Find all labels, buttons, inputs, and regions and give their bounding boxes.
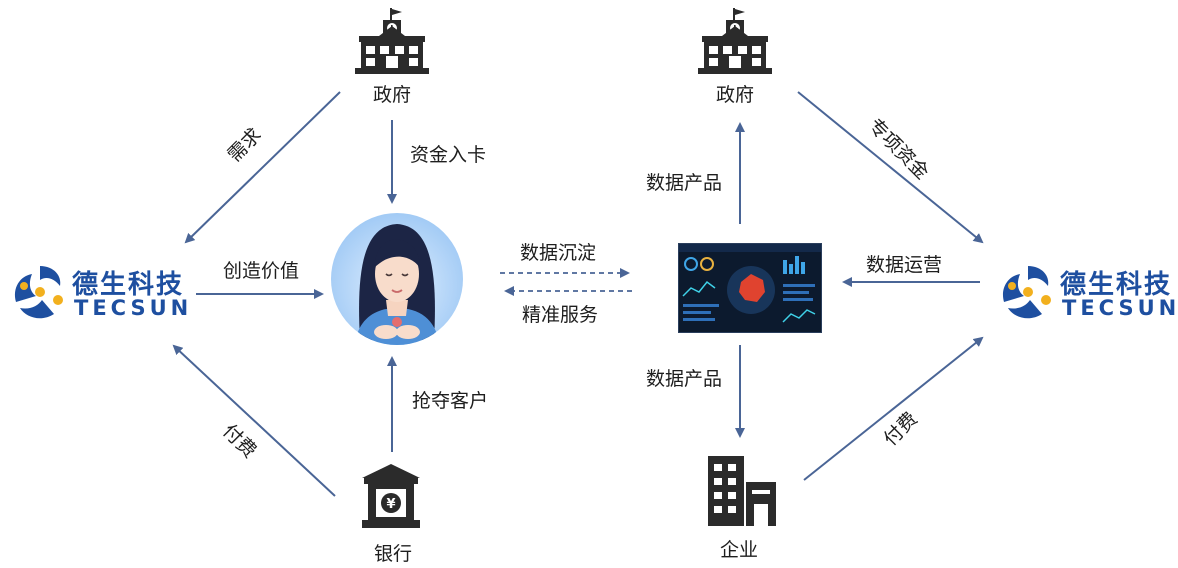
edge-label-precise-service: 精准服务 xyxy=(522,304,599,326)
svg-text:¥: ¥ xyxy=(386,497,395,512)
node-label-gov-left: 政府 xyxy=(373,84,412,106)
arrow-enterprise-to-brand-right xyxy=(803,336,984,481)
brand-name-en: TECSUN xyxy=(1062,296,1178,320)
bank-icon: ¥ xyxy=(362,464,420,528)
arrow-bank-to-brand-left xyxy=(172,344,336,497)
node-label-gov-right: 政府 xyxy=(716,84,755,106)
edge-label-data-product-down: 数据产品 xyxy=(646,368,723,390)
node-label-enterprise: 企业 xyxy=(720,539,759,561)
arrow-gov-to-brand-left xyxy=(184,91,341,244)
edge-label-create-value: 创造价值 xyxy=(223,260,300,282)
edge-label-compete-customers: 抢夺客户 xyxy=(412,390,489,412)
edge-label-data-product-up: 数据产品 xyxy=(646,172,723,194)
brand-name-cn: 德生科技 xyxy=(1060,270,1173,300)
government-building-icon xyxy=(355,8,429,74)
brand-name-en: TECSUN xyxy=(74,296,193,320)
edge-label-funds-to-card: 资金入卡 xyxy=(410,144,487,166)
brand-name-cn: 德生科技 xyxy=(72,270,185,300)
edge-label-data-operation: 数据运营 xyxy=(866,254,943,276)
tecsun-logo-icon xyxy=(14,266,63,319)
arrow-gov-right-to-brand-right xyxy=(797,91,984,244)
enterprise-building-icon xyxy=(708,456,776,526)
brand-logo-left: 德生科技 TECSUN xyxy=(6,258,196,328)
person-avatar-icon xyxy=(331,213,463,345)
tecsun-logo-icon xyxy=(1002,266,1051,319)
dashboard-screen-icon xyxy=(678,243,822,333)
brand-logo-right: 德生科技 TECSUN xyxy=(994,258,1178,328)
node-label-bank: 银行 xyxy=(374,543,413,565)
government-building-icon xyxy=(698,8,772,74)
edge-label-data-deposit: 数据沉淀 xyxy=(520,242,597,264)
